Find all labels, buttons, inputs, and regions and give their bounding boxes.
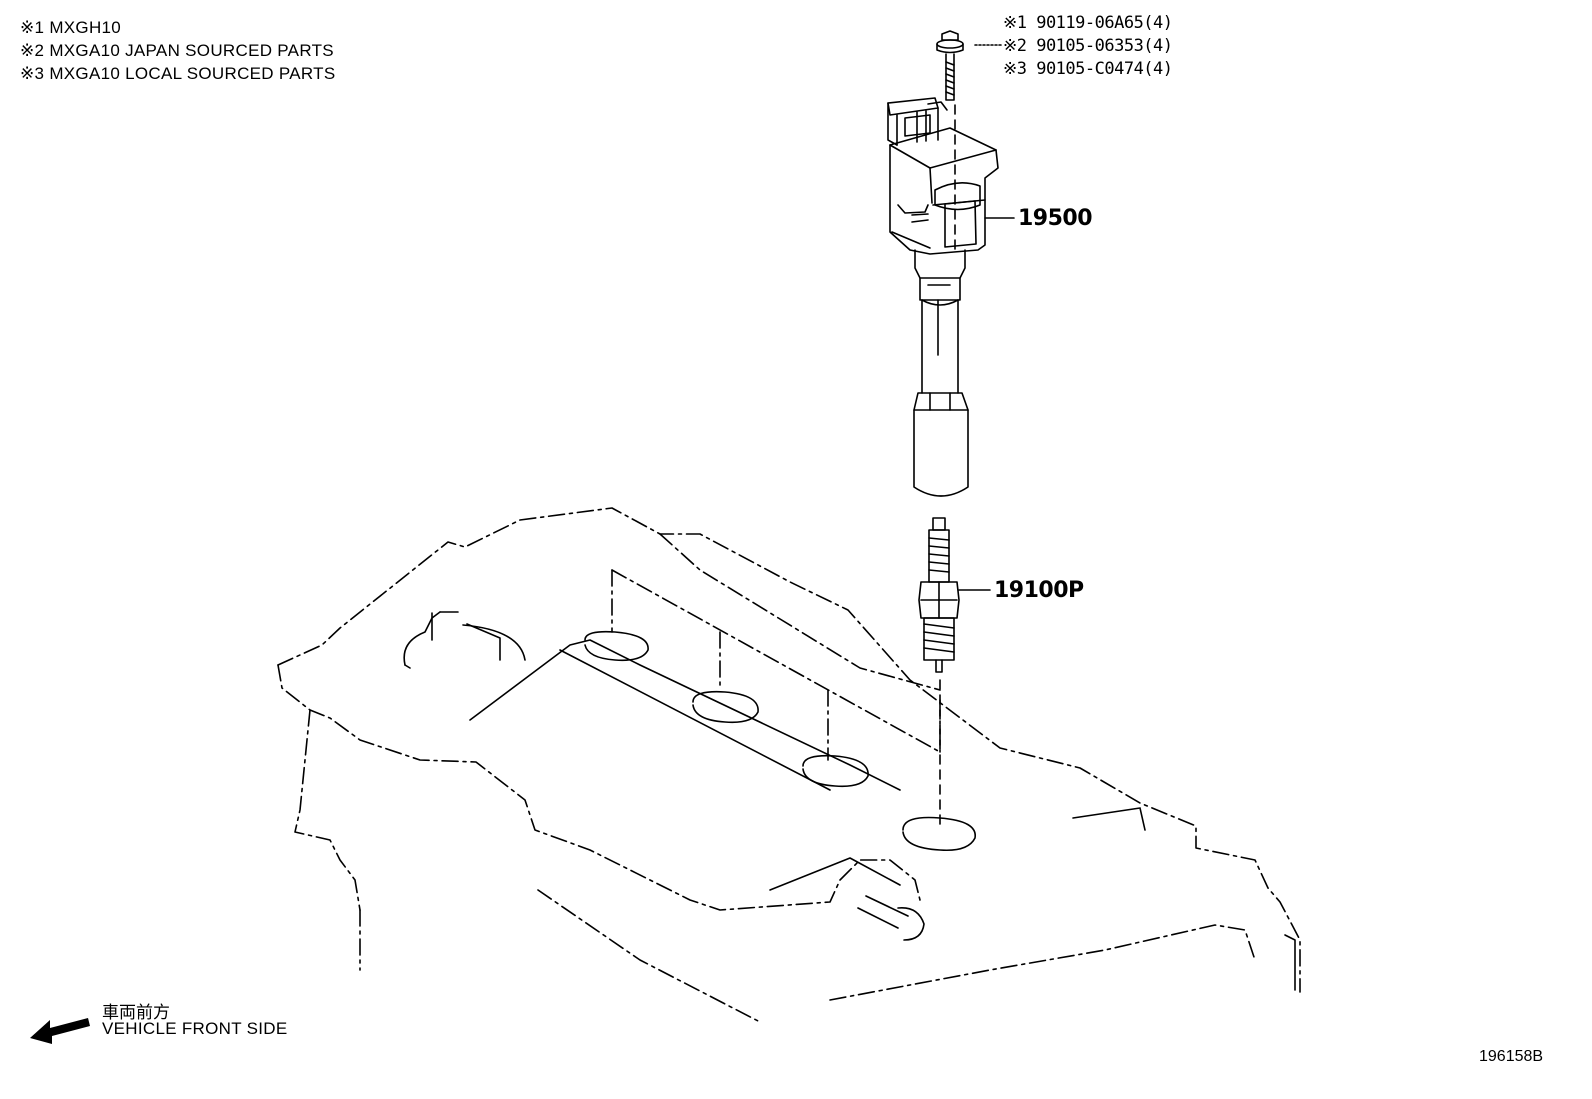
front-direction-en: VEHICLE FRONT SIDE (102, 1019, 288, 1038)
front-arrow-icon (30, 1018, 90, 1044)
bolt-part-3[interactable]: ※3 90105-C0474(4) (1003, 59, 1173, 79)
figure-id: 196158B (1479, 1048, 1544, 1065)
bolt-drawing[interactable] (936, 30, 964, 101)
note-3: ※3 MXGA10 LOCAL SOURCED PARTS (20, 64, 336, 83)
ignition-coil-part-number[interactable]: 19500 (1018, 206, 1093, 231)
note-2: ※2 MXGA10 JAPAN SOURCED PARTS (20, 41, 334, 60)
engine-head-outline (277, 507, 1301, 1023)
ignition-coil-drawing[interactable] (887, 97, 1015, 497)
bolt-part-1[interactable]: ※1 90119-06A65(4) (1003, 13, 1173, 33)
note-1: ※1 MXGH10 (20, 18, 122, 37)
bolt-part-2[interactable]: ※2 90105-06353(4) (1003, 36, 1173, 56)
model-notes: ※1 MXGH10 ※2 MXGA10 JAPAN SOURCED PARTS … (20, 16, 336, 85)
spark-plug-part-number[interactable]: 19100P (994, 578, 1084, 603)
bolt-part-numbers: ※1 90119-06A65(4) ※2 90105-06353(4) ※3 9… (1003, 12, 1173, 81)
front-direction-jp: 車両前方 (102, 1003, 170, 1023)
cam-cover-details (403, 611, 1296, 991)
spark-plug-drawing[interactable] (918, 517, 991, 673)
